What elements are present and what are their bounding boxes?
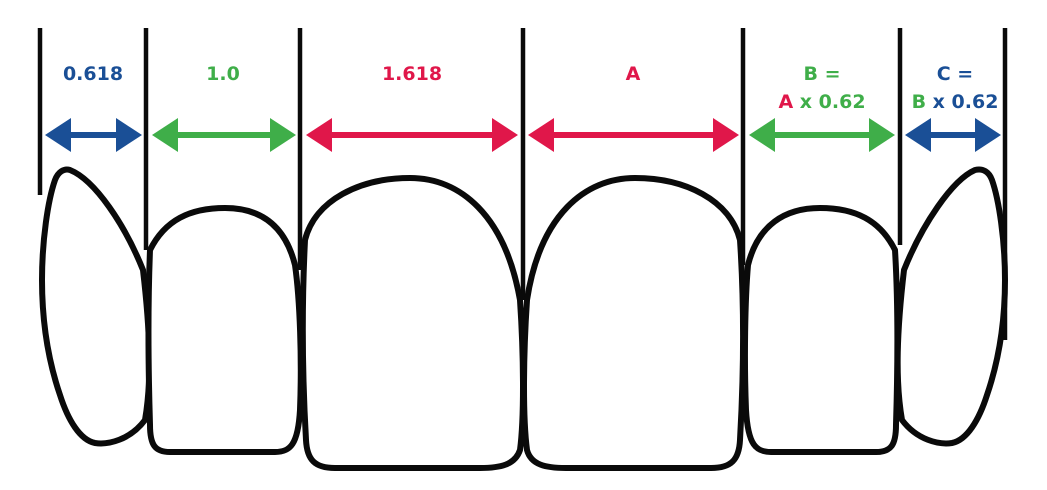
tooth-left-central <box>299 175 526 471</box>
arrow-head-left <box>152 118 178 152</box>
teeth-outlines <box>39 166 1008 471</box>
arrow-head-right <box>492 118 518 152</box>
label-c-line2-a: B <box>912 91 926 113</box>
label-b-line2: A x 0.62 <box>778 91 865 113</box>
label-a: A <box>626 63 641 85</box>
arrow-head-right <box>975 118 1001 152</box>
label-b-line2-a: A <box>778 91 793 113</box>
label-1618: 1.618 <box>382 63 442 85</box>
label-b-line1: B = <box>803 63 840 85</box>
arrow-head-left <box>45 118 71 152</box>
arrow-head-left <box>306 118 332 152</box>
tooth-right-lateral <box>741 205 901 455</box>
tooth-right-central <box>521 175 746 471</box>
arrow-1618 <box>306 118 518 152</box>
tooth-left-lateral <box>145 205 304 455</box>
arrow-a <box>528 118 739 152</box>
label-b-line2-b: x 0.62 <box>800 91 866 113</box>
label-c-line1: C = <box>937 63 973 85</box>
arrows <box>45 118 1001 152</box>
arrow-head-right <box>270 118 296 152</box>
divider-lines <box>37 28 1008 340</box>
arrow-10 <box>152 118 296 152</box>
tooth-right-canine <box>894 166 1008 447</box>
arrow-head-right <box>713 118 739 152</box>
tooth-left-canine <box>39 166 153 447</box>
arrow-0618 <box>45 118 142 152</box>
arrow-c <box>905 118 1001 152</box>
arrow-head-left <box>528 118 554 152</box>
arrow-head-right <box>869 118 895 152</box>
arrow-b <box>749 118 895 152</box>
label-0618: 0.618 <box>63 63 123 85</box>
arrow-head-left <box>749 118 775 152</box>
label-c-line2: B x 0.62 <box>912 91 999 113</box>
arrow-head-left <box>905 118 931 152</box>
labels: 0.618 1.0 1.618 A B = A x 0.62 C = B x 0… <box>63 63 998 113</box>
label-c-line2-b: x 0.62 <box>933 91 999 113</box>
label-10: 1.0 <box>206 63 240 85</box>
arrow-head-right <box>116 118 142 152</box>
